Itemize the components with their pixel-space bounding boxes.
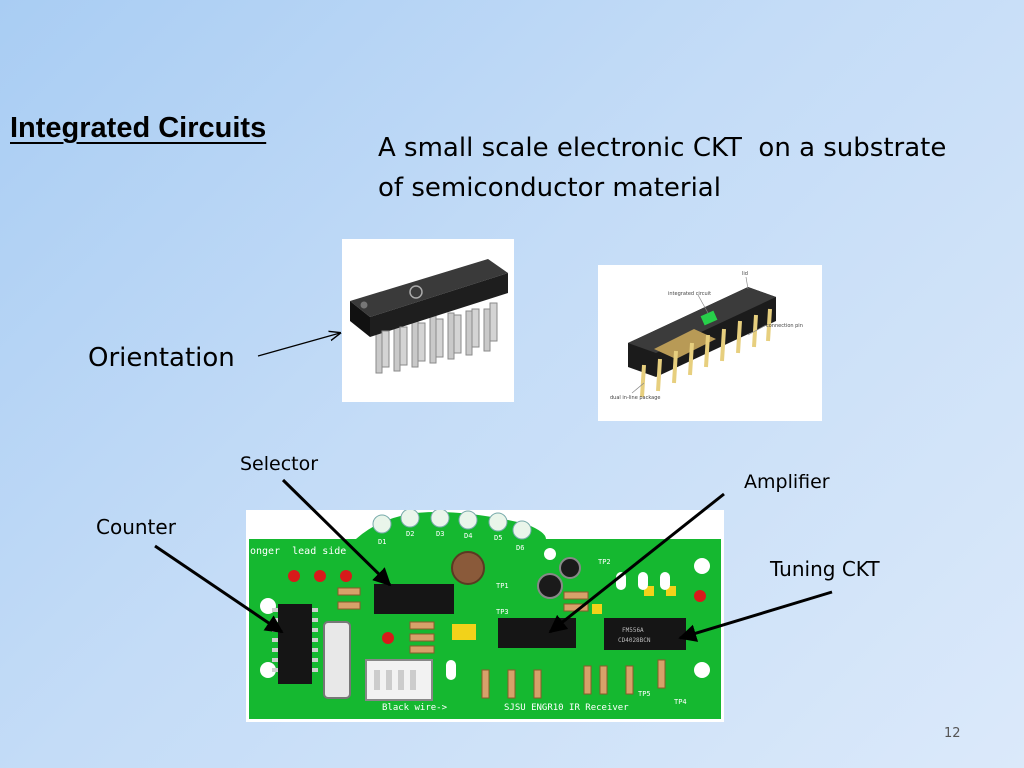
dip-chip-image xyxy=(342,239,514,402)
subtitle-line-2: of semiconductor material xyxy=(378,173,721,203)
test-point-tp3: TP3 xyxy=(496,608,509,616)
test-point-tp4: TP4 xyxy=(674,698,687,706)
subtitle-line-1: A small scale electronic CKT on a substr… xyxy=(378,133,947,163)
silk-top-text: onger lead side xyxy=(250,546,346,557)
test-point-tp5: TP5 xyxy=(638,690,651,698)
led-d4: D4 xyxy=(464,532,472,540)
slide-subtitle: A small scale electronic CKT on a substr… xyxy=(378,128,998,208)
test-point-tp1: TP1 xyxy=(496,582,509,590)
orientation-arrow xyxy=(257,333,340,357)
slide-title: Integrated Circuits xyxy=(10,112,267,144)
silk-board-name: SJSU ENGR10 IR Receiver xyxy=(504,703,629,713)
orientation-label: Orientation xyxy=(88,343,235,373)
selector-label: Selector xyxy=(240,453,319,475)
dip-cutaway-image: lid integrated circuit connection pin du… xyxy=(598,265,822,421)
page-number: 12 xyxy=(944,726,961,741)
tuning-ckt-label: Tuning CKT xyxy=(770,557,880,581)
cutaway-label-lid: lid xyxy=(742,271,748,277)
led-d6: D6 xyxy=(516,544,524,552)
amplifier-label: Amplifier xyxy=(744,471,830,493)
led-d5: D5 xyxy=(494,534,502,542)
led-d2: D2 xyxy=(406,530,414,538)
chip-marking-1: CD4028BCN xyxy=(618,637,651,644)
led-d1: D1 xyxy=(378,538,386,546)
cutaway-label-package: dual in-line package xyxy=(610,395,660,401)
cutaway-label-pin: connection pin xyxy=(766,323,803,329)
cutaway-label-ic: integrated circuit xyxy=(668,291,711,297)
silk-bottom-text: Black wire-> xyxy=(382,703,448,713)
test-point-tp2: TP2 xyxy=(598,558,611,566)
led-d3: D3 xyxy=(436,530,444,538)
chip-marking-2: FM556A xyxy=(622,627,644,634)
counter-label: Counter xyxy=(96,515,176,539)
pcb-image: D1 D2 D3 D4 D5 D6 onger lead side Black … xyxy=(246,510,724,722)
